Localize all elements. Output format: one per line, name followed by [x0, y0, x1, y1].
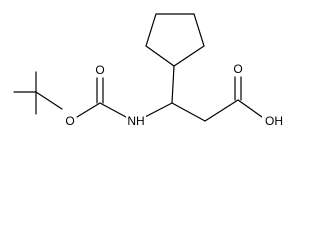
carbonyl-o-bg [94, 62, 106, 77]
bond-ch-ch2 [171, 102, 206, 122]
bond-nh-ch [144, 102, 173, 118]
bond-o-carbonyl-c [76, 102, 101, 118]
bond-acid-oh [237, 99, 263, 118]
bond-tbu-o [35, 91, 63, 110]
hydroxyl-bg [262, 113, 286, 128]
bond-ch2-acid-c [204, 99, 239, 122]
ester-oxygen-label: O [65, 114, 74, 128]
amine-label: NH [127, 114, 144, 128]
ester-o-bg [64, 113, 76, 128]
carbonyl-oxygen-label: O [95, 63, 104, 77]
carbonyl-acid-o-bg [232, 61, 244, 76]
hydroxyl-label: OH [265, 114, 283, 128]
skeletal-formula: O O NH O OH [13, 13, 286, 128]
bond-ch-cyclopentyl [171, 65, 175, 104]
bond-carbonyl-nh [99, 102, 127, 118]
acid-carbonyl-oxygen-label: O [233, 62, 242, 76]
amine-bg [126, 113, 146, 128]
cyclopentane-ring [145, 13, 205, 67]
